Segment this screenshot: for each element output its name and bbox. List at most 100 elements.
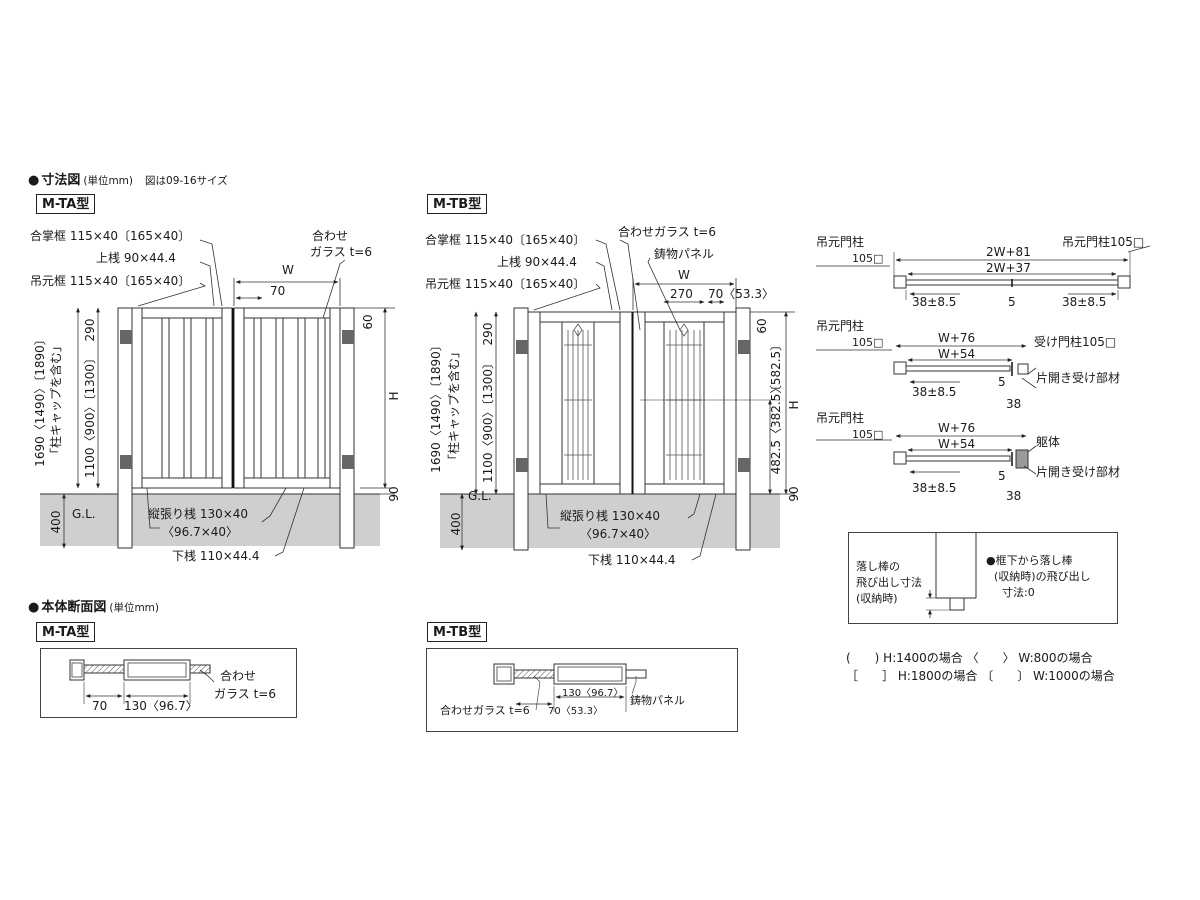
tb-tatesan-2: 〈96.7×40〉 [580, 527, 656, 541]
ta-60-dim: 60 [361, 314, 375, 329]
ta-uesan-label: 上桟 90×44.4 [96, 251, 176, 265]
ta-leaf-right [233, 307, 341, 489]
ta-tsurimoto-label: 吊元框 115×40〔165×40〕 [30, 274, 190, 288]
ta-tag: M-TA型 [36, 194, 96, 214]
ta-290-dim: 290 [83, 319, 97, 342]
plan1-right-label: 吊元門柱105□ [1062, 234, 1144, 249]
ta-sec-glass-2: ガラス t=6 [214, 687, 276, 701]
ta-section: 70 130〈96.7〉 合わせ ガラス t=6 [69, 659, 276, 713]
tb-tsurimoto-label: 吊元框 115×40〔165×40〕 [425, 277, 585, 291]
dropbar-detail: 落し棒の 飛び出し寸法 (収納時) ●框下から落し棒 (収納時)の飛び出し 寸法… [856, 533, 1091, 618]
dropbar-right-1: ●框下から落し棒 [986, 553, 1073, 567]
ta-section-tag: M-TA型 [36, 622, 96, 642]
tb-1100-dim: 1100〈900〉〔1300〕 [481, 357, 495, 483]
tb-cap-note: 「柱キャップを含む」 [446, 346, 461, 466]
plan-view-receiver-post: 吊元門柱 105□ W+76 W+54 受け門柱105□ 片開き受け部材 38±… [816, 318, 1120, 411]
tb-70-dim: 70〈53.3〉 [708, 287, 774, 301]
plan1-left-label-1: 吊元門柱 [816, 234, 864, 249]
ta-w-dim: W [282, 263, 294, 277]
ta-sec-130: 130〈96.7〉 [124, 699, 198, 713]
ta-tatesan-1: 縦張り桟 130×40 [148, 507, 248, 521]
plan3-left-label-2: 105□ [852, 428, 883, 441]
plan3-top-dim: W+76 [938, 421, 975, 435]
tb-ground [440, 494, 780, 548]
ta-glass-label-2: ガラス t=6 [310, 245, 372, 259]
ta-leaf-left [131, 307, 233, 489]
ta-sec-70: 70 [92, 699, 107, 713]
ta-tatesan-2: 〈96.7×40〉 [162, 525, 238, 539]
tb-482-dim: 482.5〈382.5〉 [769, 382, 783, 475]
tb-gl-label: G.L. [468, 489, 492, 503]
tb-sec-130: 130〈96.7〉 [562, 687, 623, 699]
dimension-title: 寸法図 [41, 173, 81, 188]
tb-panel-right [666, 323, 702, 480]
tb-sec-glass: 合わせガラス t=6 [440, 703, 530, 717]
plan2-right-label-2: 片開き受け部材 [1036, 370, 1120, 385]
plan2-bottom-5: 5 [998, 375, 1006, 389]
tb-panel-label: 鋳物パネル [654, 247, 714, 261]
tb-400-dim: 400 [449, 513, 463, 536]
tb-section-box [426, 648, 738, 732]
ta-ground [40, 494, 380, 546]
tb-tatesan-1: 縦張り桟 130×40 [560, 509, 660, 523]
dimension-note: 図は09-16サイズ [145, 175, 228, 187]
plan3-bottom-38: 38 [1006, 489, 1021, 503]
plan2-left-label-2: 105□ [852, 336, 883, 349]
plan1-mid-dim: 2W+37 [986, 261, 1031, 275]
ta-70-dim: 70 [270, 284, 285, 298]
ta-gassho-label: 合掌框 115×40〔165×40〕 [30, 228, 190, 243]
plan3-right-label-1: 躯体 [1036, 434, 1060, 449]
tb-leaf-right [632, 311, 737, 495]
legend-row-2: ［ ］ H:1800の場合 〔 〕 W:1000の場合 [846, 668, 1115, 683]
ta-sec-glass-1: 合わせ [220, 668, 256, 683]
plan1-left-label-2: 105□ [852, 252, 883, 265]
tb-panel-left [564, 323, 592, 480]
dropbar-left-1: 落し棒の [856, 559, 900, 573]
plan3-bottom-5: 5 [998, 469, 1006, 483]
tb-section-tag: M-TB型 [427, 622, 488, 642]
plan1-top-dim: 2W+81 [986, 245, 1031, 259]
plan-view-double: 吊元門柱 105□ 吊元門柱105□ 2W+81 2W+37 38±8.5 5 … [816, 234, 1151, 309]
tb-270-dim: 270 [670, 287, 693, 301]
plan2-left-label-1: 吊元門柱 [816, 318, 864, 333]
tb-sec-panel: 鋳物パネル [630, 693, 685, 707]
tb-section: 130〈96.7〉 合わせガラス t=6 70〈53.3〉 鋳物パネル [440, 663, 685, 717]
tb-582-dim: 〔582.5〕 [769, 339, 783, 397]
tb-290-dim: 290 [481, 323, 495, 346]
ta-1100-dim: 1100〈900〉〔1300〕 [83, 352, 97, 478]
ta-elevation: 合掌框 115×40〔165×40〕 上桟 90×44.4 吊元框 115×40… [30, 228, 401, 563]
tb-uesan-label: 上桟 90×44.4 [497, 255, 577, 269]
dropbar-right-3: 寸法:0 [1002, 585, 1035, 599]
plan1-bottom-center: 5 [1008, 295, 1016, 309]
tb-h-dim: H [787, 400, 801, 409]
plan3-right-label-2: 片開き受け部材 [1036, 464, 1120, 479]
ta-glass-label-1: 合わせ [312, 228, 348, 243]
tb-w-dim: W [678, 268, 690, 282]
section-title: 本体断面図 [41, 600, 107, 615]
plan2-top-dim: W+76 [938, 331, 975, 345]
plan3-bottom-left: 38±8.5 [912, 481, 956, 495]
dropbar-left-2: 飛び出し寸法 [856, 575, 922, 589]
tb-gassho-label: 合掌框 115×40〔165×40〕 [425, 232, 585, 247]
ta-1690-dim: 1690〈1490〉〔1890〕 [33, 333, 47, 467]
dimension-unit: (単位mm) [83, 175, 134, 187]
tb-tag: M-TB型 [427, 194, 488, 214]
ta-shitasan-label: 下桟 110×44.4 [172, 549, 260, 563]
section-unit: (単位mm) [109, 602, 160, 614]
dropbar-right-2: (収納時)の飛び出し [994, 569, 1091, 583]
plan2-bottom-left: 38±8.5 [912, 385, 956, 399]
ta-90-dim: 90 [387, 486, 401, 501]
dropbar-left-3: (収納時) [856, 592, 898, 605]
tb-leaf-left [527, 311, 633, 495]
tb-90-dim: 90 [787, 486, 801, 501]
tb-shitasan-label: 下桟 110×44.4 [588, 553, 676, 567]
tb-60-dim: 60 [755, 318, 769, 333]
plan-view-wall: 吊元門柱 105□ W+76 W+54 躯体 片開き受け部材 38±8.5 5 … [816, 410, 1120, 503]
plan2-right-label-1: 受け門柱105□ [1034, 334, 1116, 349]
plan2-bottom-38: 38 [1006, 397, 1021, 411]
ta-cap-note: 「柱キャップを含む」 [48, 340, 63, 460]
plan1-bottom-left: 38±8.5 [912, 295, 956, 309]
tb-1690-dim: 1690〈1490〉〔1890〕 [429, 339, 443, 473]
plan1-bottom-right: 38±8.5 [1062, 295, 1106, 309]
